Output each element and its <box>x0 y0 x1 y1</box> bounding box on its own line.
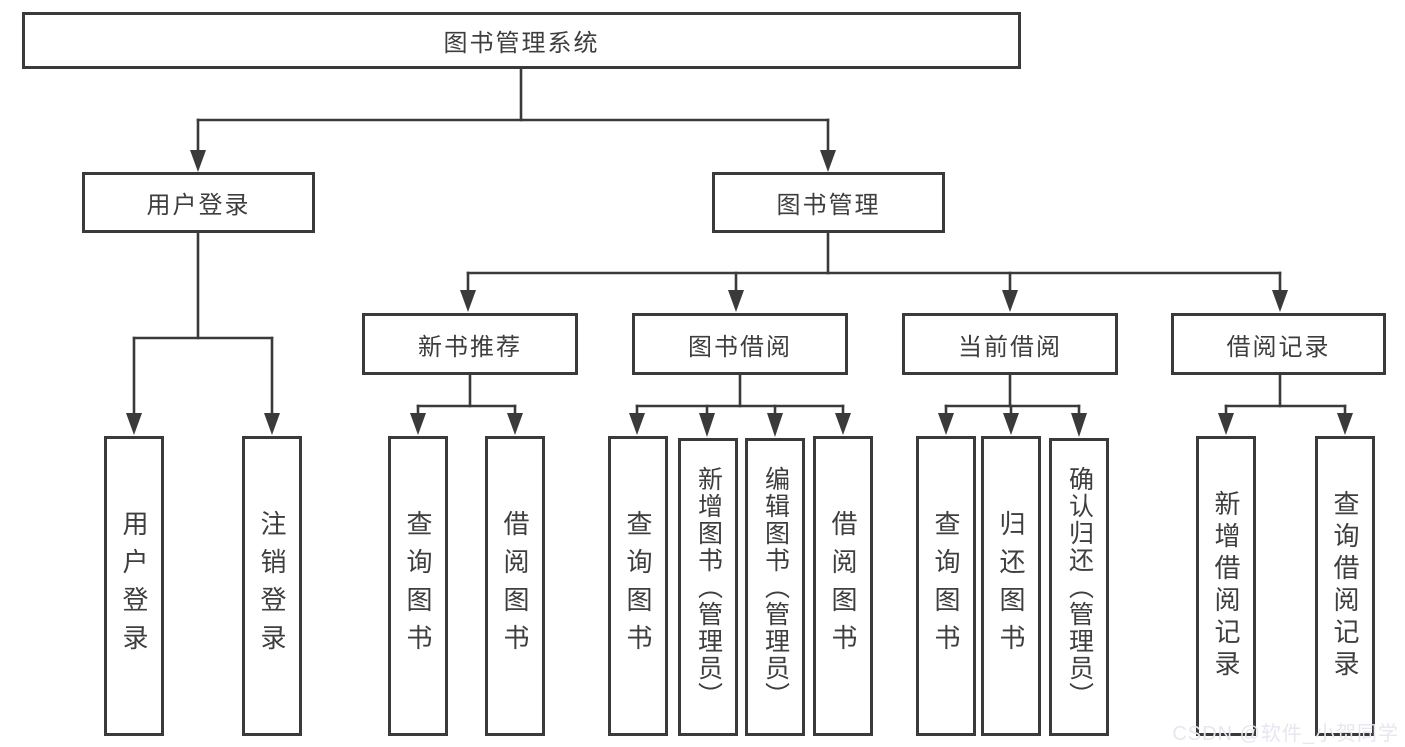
node-current-borrow-label: 当前借阅 <box>958 333 1062 361</box>
leaf-query-books-recommend-label: 查询图书 <box>403 510 433 662</box>
leaf-edit-books-admin: 编辑图书（管理员） <box>745 438 805 736</box>
leaf-query-books-borrow-label: 查询图书 <box>623 510 653 662</box>
leaf-query-borrow-record-label: 查询借阅记录 <box>1330 490 1360 682</box>
leaf-query-books-current-label: 查询图书 <box>931 510 961 662</box>
leaf-return-books: 归还图书 <box>981 436 1041 736</box>
leaf-add-borrow-record: 新增借阅记录 <box>1196 436 1256 736</box>
leaf-logout-label: 注销登录 <box>257 510 287 662</box>
leaf-confirm-return-admin-label: 确认归还（管理员） <box>1065 465 1094 709</box>
node-book-borrow-label: 图书借阅 <box>688 333 792 361</box>
leaf-borrow-books-label: 借阅图书 <box>828 510 858 662</box>
node-new-book-recommend-label: 新书推荐 <box>418 333 522 361</box>
node-borrow-records-label: 借阅记录 <box>1226 333 1331 361</box>
leaf-edit-books-admin-label: 编辑图书（管理员） <box>761 465 790 709</box>
leaf-query-borrow-record: 查询借阅记录 <box>1315 436 1375 736</box>
leaf-borrow-books: 借阅图书 <box>813 436 873 736</box>
leaf-confirm-return-admin: 确认归还（管理员） <box>1049 438 1109 736</box>
leaf-query-books-recommend: 查询图书 <box>388 436 448 736</box>
node-new-book-recommend: 新书推荐 <box>362 313 578 375</box>
leaf-add-books-admin-label: 新增图书（管理员） <box>694 465 723 709</box>
leaf-user-login: 用户登录 <box>104 436 164 736</box>
node-borrow-records: 借阅记录 <box>1171 313 1386 375</box>
node-user-login-label: 用户登录 <box>146 192 251 219</box>
node-current-borrow: 当前借阅 <box>902 313 1118 375</box>
node-root: 图书管理系统 <box>22 12 1021 69</box>
leaf-user-login-label: 用户登录 <box>119 510 149 662</box>
leaf-query-books-current: 查询图书 <box>916 436 976 736</box>
node-book-management-label: 图书管理 <box>776 192 881 219</box>
watermark: CSDN @软件_小贺同学 <box>1172 723 1399 745</box>
node-user-login: 用户登录 <box>82 172 315 233</box>
leaf-borrow-books-recommend-label: 借阅图书 <box>500 510 530 662</box>
leaf-add-books-admin: 新增图书（管理员） <box>678 438 738 736</box>
leaf-add-borrow-record-label: 新增借阅记录 <box>1211 490 1241 682</box>
node-root-label: 图书管理系统 <box>443 30 600 57</box>
leaf-logout: 注销登录 <box>242 436 302 736</box>
node-book-management: 图书管理 <box>712 172 945 233</box>
leaf-query-books-borrow: 查询图书 <box>608 436 668 736</box>
node-book-borrow: 图书借阅 <box>632 313 848 375</box>
leaf-return-books-label: 归还图书 <box>996 510 1026 662</box>
leaf-borrow-books-recommend: 借阅图书 <box>485 436 545 736</box>
